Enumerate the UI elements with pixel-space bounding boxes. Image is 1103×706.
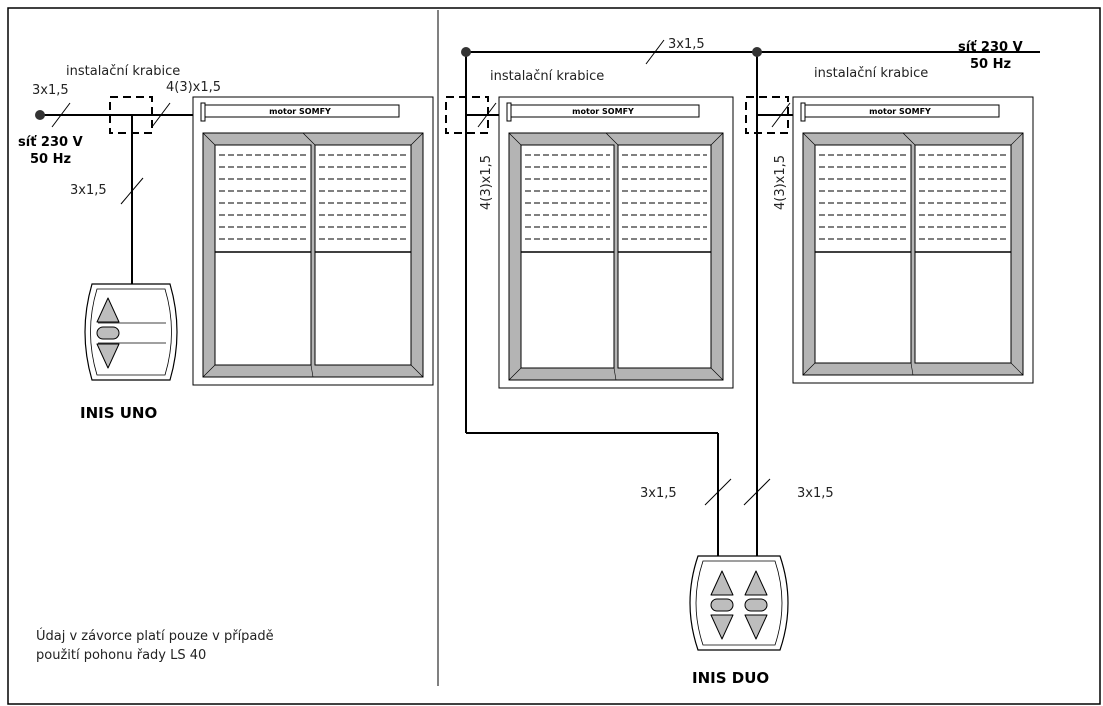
footnote-line-1: Údaj v závorce platí pouze v případě	[36, 628, 274, 644]
left-wire-tick-1	[51, 102, 71, 128]
footnote-line-2: použití pohonu řady LS 40	[36, 648, 206, 663]
right-up-arrow-icon	[744, 570, 768, 596]
stop-button-icon	[96, 326, 120, 340]
right-mains-node-1	[461, 47, 471, 57]
down-arrow-icon	[96, 343, 120, 369]
motor-end-cap	[200, 102, 206, 122]
window-sash	[814, 144, 912, 364]
window-unit: motor SOMFY	[498, 96, 734, 389]
mid-junction-box	[445, 96, 489, 134]
window-unit: motor SOMFY	[792, 96, 1034, 384]
left-wire-tick-2	[151, 102, 171, 128]
right-junction-box	[745, 96, 789, 134]
right-stop-button-icon	[744, 598, 768, 612]
up-arrow-icon	[96, 297, 120, 323]
left-mains-terminal	[35, 110, 45, 120]
window-sash	[617, 144, 712, 369]
right-down-arrow-icon	[744, 614, 768, 640]
inis-uno-switch	[84, 283, 178, 381]
right-wire-tick	[771, 102, 791, 128]
diagram-frame	[7, 7, 1101, 705]
left-mains-label: síť 230 V	[18, 135, 83, 150]
motor-end-cap	[506, 102, 512, 122]
left-wire-label: 3x1,5	[32, 83, 69, 98]
duo-wire-left-label: 3x1,5	[640, 486, 677, 501]
left-mains-freq: 50 Hz	[30, 152, 71, 167]
duo-wire-right-label: 3x1,5	[797, 486, 834, 501]
motor-label: motor SOMFY	[572, 107, 634, 116]
motor-end-cap	[800, 102, 806, 122]
duo-wire-tick-1	[704, 478, 732, 506]
left-stop-button-icon	[710, 598, 734, 612]
left-up-arrow-icon	[710, 570, 734, 596]
top-wire-label: 3x1,5	[668, 37, 705, 52]
window-sash	[520, 144, 615, 369]
left-motor-wire-label: 4(3)x1,5	[166, 80, 221, 95]
mid-box-label: instalační krabice	[490, 69, 604, 84]
inis-duo-label: INIS DUO	[692, 669, 769, 687]
left-wire-tick-3	[120, 177, 144, 205]
left-wiring	[40, 114, 198, 285]
left-box-label: instalační krabice	[66, 64, 180, 79]
inis-uno-label: INIS UNO	[80, 404, 157, 422]
left-switch-wire-label: 3x1,5	[70, 183, 107, 198]
window-unit: motor SOMFY	[192, 96, 434, 386]
motor-label: motor SOMFY	[869, 107, 931, 116]
mid-wire-tick	[477, 102, 497, 128]
right-mains-freq: 50 Hz	[970, 57, 1011, 72]
right-box-label: instalační krabice	[814, 66, 928, 81]
left-down-arrow-icon	[710, 614, 734, 640]
mid-motor-wire-label: 4(3)x1,5	[479, 155, 494, 210]
right-mains-label: síť 230 V	[958, 40, 1023, 55]
window-sash	[214, 144, 312, 366]
window-sash	[314, 144, 412, 366]
window-sash	[914, 144, 1012, 364]
right-mains-node-2	[752, 47, 762, 57]
top-wire-tick	[645, 39, 665, 65]
motor-label: motor SOMFY	[269, 107, 331, 116]
windows-layer: motor SOMFY motor SOMFY motor SOMFY	[192, 96, 1034, 389]
left-junction-box	[109, 96, 153, 134]
duo-wire-tick-2	[743, 478, 771, 506]
right-motor-wire-label: 4(3)x1,5	[773, 155, 788, 210]
inis-duo-switch	[689, 555, 789, 651]
